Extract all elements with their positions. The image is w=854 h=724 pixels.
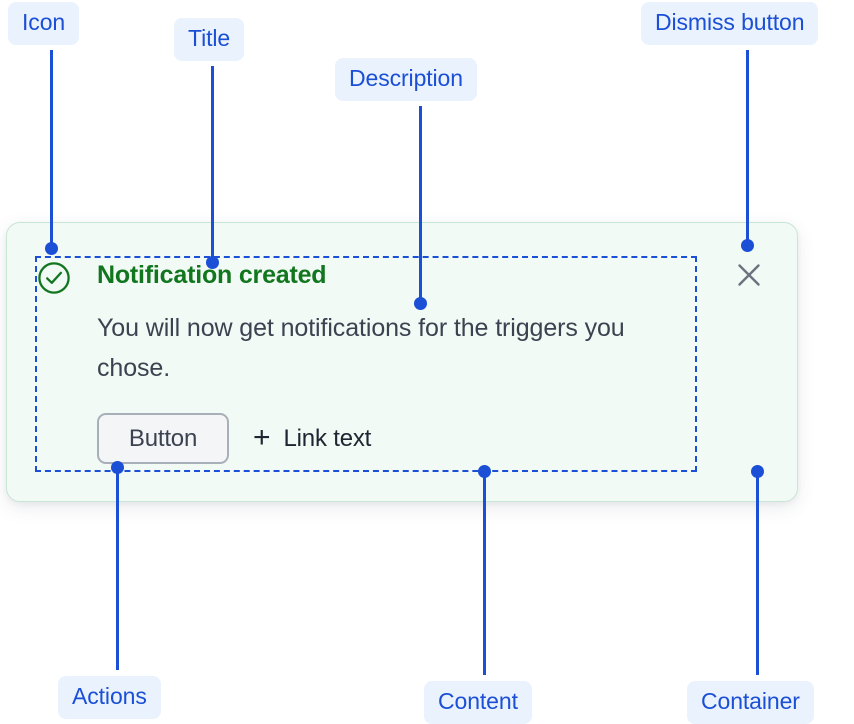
annotation-leader-icon (50, 50, 53, 250)
plus-icon: + (253, 420, 271, 454)
annotation-label-actions: Actions (58, 676, 161, 719)
notification-content-region (35, 256, 697, 472)
link-action[interactable]: + Link text (253, 420, 372, 454)
notification-description: You will now get notifications for the t… (97, 314, 625, 382)
annotation-leader-actions (116, 470, 119, 670)
annotation-anchor-description (414, 297, 427, 310)
annotation-leader-content (483, 474, 486, 675)
annotation-anchor-container (751, 465, 764, 478)
annotation-anchor-content (478, 465, 491, 478)
annotation-anchor-actions (111, 461, 124, 474)
annotation-leader-container (756, 474, 759, 675)
annotation-leader-title (211, 66, 214, 263)
annotation-label-title: Title (174, 18, 245, 61)
annotation-anchor-dismiss-button (741, 239, 754, 252)
notification-container: Notification created You will now get no… (6, 222, 798, 502)
check-circle-icon (37, 261, 71, 295)
close-icon[interactable] (735, 261, 763, 289)
annotation-leader-dismiss-button (746, 50, 749, 246)
annotation-leader-description (419, 106, 422, 304)
primary-action-button[interactable]: Button (97, 413, 229, 464)
annotation-label-container: Container (687, 681, 814, 724)
annotation-anchor-title (206, 256, 219, 269)
annotation-label-icon: Icon (8, 2, 80, 45)
notification-actions: Button + Link text (97, 413, 371, 464)
annotation-label-content: Content (424, 681, 532, 724)
link-action-label: Link text (283, 424, 372, 452)
annotation-anchor-icon (45, 242, 58, 255)
annotation-label-description: Description (335, 58, 477, 101)
annotation-label-dismiss-button: Dismiss button (641, 2, 819, 45)
